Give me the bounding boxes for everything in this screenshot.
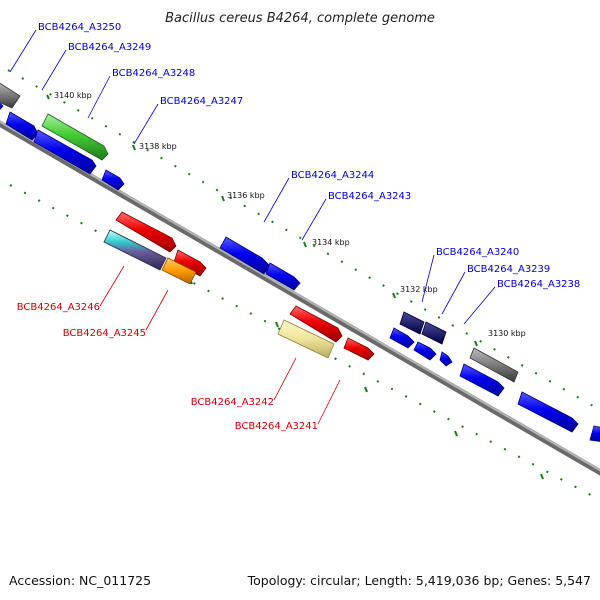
gene-arrow (289, 305, 343, 343)
tick-label: 3140 kbp (54, 91, 92, 100)
gene-arrow (115, 211, 177, 253)
tick-labels: 3140 kbp 3138 kbp 3136 kbp 3134 kbp 3132… (54, 91, 526, 338)
gene-arrow (265, 262, 301, 291)
gene-arrow (103, 229, 167, 271)
gene-label-plus: BCB4264_A3238 (497, 279, 580, 290)
gene-arrow (5, 111, 39, 141)
gene-arrow (517, 391, 579, 433)
gene-label-minus: BCB4264_A3246 (17, 302, 100, 313)
gene-label-plus: BCB4264_A3247 (160, 96, 243, 107)
tick-marks-major (46, 94, 544, 480)
gene-arrow (389, 327, 415, 349)
genome-summary-text: Topology: circular; Length: 5,419,036 bp… (247, 573, 591, 588)
gene-arrow (399, 311, 425, 335)
genome-backbone (0, 120, 600, 476)
gene-label-plus: BCB4264_A3239 (467, 264, 550, 275)
tick-label: 3132 kbp (400, 285, 438, 294)
gene-arrow (421, 321, 447, 345)
tick-label: 3134 kbp (312, 238, 350, 247)
gene-arrow (101, 169, 125, 191)
tick-dots-outer (7, 69, 600, 411)
gene-arrow (161, 257, 197, 285)
gene-arrow (343, 337, 375, 361)
gene-label-plus: BCB4264_A3243 (328, 191, 411, 202)
gene-arrow (277, 319, 335, 359)
gene-arrow (219, 236, 271, 275)
gene-features (0, 82, 600, 442)
gene-arrow (41, 113, 109, 161)
plus-strand-labels: BCB4264_A3250 BCB4264_A3249 BCB4264_A324… (9, 22, 580, 325)
gene-label-plus: BCB4264_A3249 (68, 42, 151, 53)
map-title: Bacillus cereus B4264, complete genome (165, 11, 435, 26)
gene-arrow (459, 363, 505, 397)
gene-label-plus: BCB4264_A3250 (38, 22, 121, 33)
gene-arrow (589, 425, 600, 442)
gene-arrow (0, 102, 4, 111)
accession-text: Accession: NC_011725 (9, 573, 152, 588)
tick-label: 3136 kbp (227, 191, 265, 200)
tick-label: 3130 kbp (488, 329, 526, 338)
gene-arrow (173, 249, 207, 277)
gene-label-plus: BCB4264_A3244 (291, 170, 374, 181)
tick-label: 3138 kbp (139, 142, 177, 151)
gene-arrow (469, 347, 519, 383)
gene-arrow (413, 341, 437, 361)
gene-arrow (33, 129, 97, 175)
gene-arrow (439, 351, 453, 367)
gene-label-plus: BCB4264_A3240 (436, 247, 519, 258)
gene-label-minus: BCB4264_A3242 (191, 397, 274, 408)
gene-label-plus: BCB4264_A3248 (112, 68, 195, 79)
gene-label-minus: BCB4264_A3241 (235, 421, 318, 432)
gene-label-minus: BCB4264_A3245 (63, 328, 146, 339)
minus-strand-labels: BCB4264_A3246 BCB4264_A3245 BCB4264_A324… (17, 265, 341, 432)
gene-a3250[interactable] (0, 82, 21, 109)
